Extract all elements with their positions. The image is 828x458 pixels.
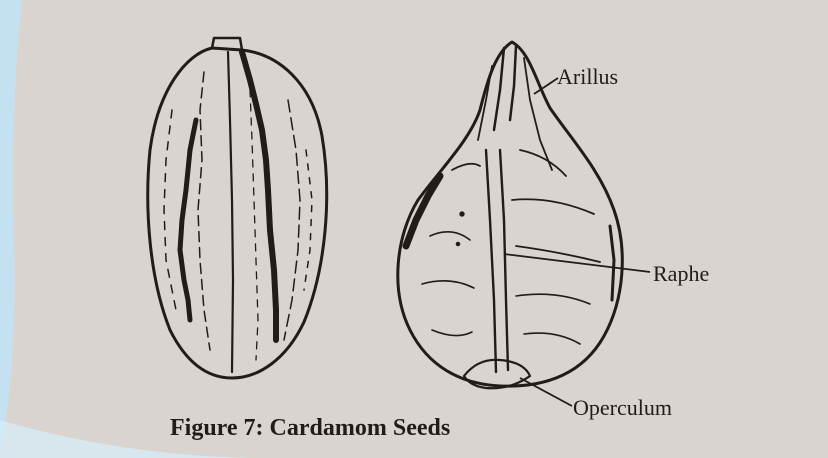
raphe-label: Raphe [653,263,709,285]
sectioned-seed-dot-2 [456,242,460,246]
operculum-label: Operculum [573,397,672,419]
figure-caption: Figure 7: Cardamom Seeds [170,416,450,440]
sectioned-seed-dot-1 [460,212,464,216]
arillus-label: Arillus [557,66,618,88]
